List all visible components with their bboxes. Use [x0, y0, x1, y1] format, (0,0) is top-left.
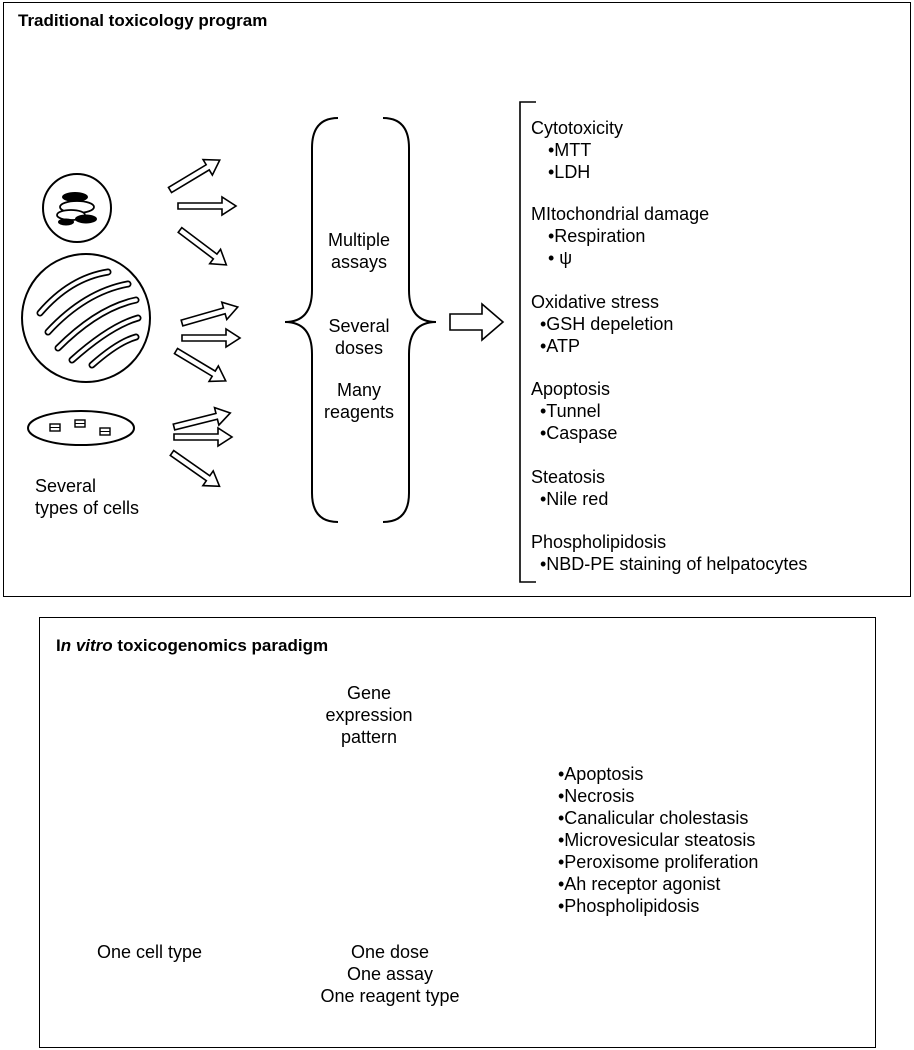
endpoint-item: •Caspase — [540, 423, 618, 443]
brace-label-multiple: Multiple — [327, 230, 391, 250]
traditional-toxicology-panel — [3, 2, 911, 597]
hollow-arrow-icon — [170, 342, 232, 390]
traditional-panel-title: Traditional toxicology program — [18, 11, 268, 30]
condition-one-dose: One dose — [350, 942, 430, 962]
hollow-arrow-icon — [449, 302, 505, 342]
hollow-arrow-icon — [166, 444, 226, 495]
endpoint-heading-steatosis: Steatosis — [531, 467, 606, 487]
endpoint-heading-mitochondrial: MItochondrial damage — [531, 204, 710, 224]
hollow-arrow-icon — [173, 427, 233, 447]
endpoint-item: •LDH — [548, 162, 591, 182]
gene-label-line-2: expression — [325, 705, 413, 725]
outcome-item: •Ah receptor agonist — [558, 874, 721, 894]
endpoint-heading-apoptosis: Apoptosis — [531, 379, 611, 399]
left-curly-brace — [284, 117, 339, 523]
brace-label-several: Several — [328, 316, 390, 336]
hollow-arrow-icon — [177, 196, 237, 216]
one-cell-type-label: One cell type — [97, 942, 203, 962]
endpoint-item: •MTT — [548, 140, 592, 160]
endpoint-item: •GSH depeletion — [540, 314, 674, 334]
endpoint-item: • ψ — [548, 248, 573, 268]
hollow-arrow-icon — [178, 297, 242, 333]
outcome-item: •Phospholipidosis — [558, 896, 700, 916]
invitro-toxicogenomics-panel — [39, 617, 876, 1048]
outcome-item: •Microvesicular steatosis — [558, 830, 756, 850]
brace-label-reagents: reagents — [323, 402, 395, 422]
endpoint-item: •Respiration — [548, 226, 646, 246]
endpoint-heading-cytotoxicity: Cytotoxicity — [531, 118, 624, 138]
brace-label-many: Many — [336, 380, 381, 400]
endpoint-heading-oxidative: Oxidative stress — [531, 292, 660, 312]
outcome-item: •Necrosis — [558, 786, 635, 806]
invitro-title-prefix: I — [56, 636, 61, 655]
endpoint-item: •NBD-PE staining of helpatocytes — [540, 554, 808, 574]
hollow-arrow-icon — [173, 222, 233, 273]
right-curly-brace — [382, 117, 437, 523]
outcome-item: •Canalicular cholestasis — [558, 808, 749, 828]
brace-label-assays: assays — [330, 252, 388, 272]
cells-label-line-2: types of cells — [35, 498, 140, 518]
outcome-item: •Peroxisome proliferation — [558, 852, 759, 872]
condition-one-reagent-type: One reagent type — [320, 986, 460, 1006]
endpoints-bracket — [519, 101, 536, 583]
endoplasmic-reticulum-cell-icon — [21, 253, 151, 383]
hollow-arrow-icon — [181, 328, 241, 348]
endpoint-item: •ATP — [540, 336, 580, 356]
gene-label-line-1: Gene — [346, 683, 392, 703]
endpoint-heading-phospholipidosis: Phospholipidosis — [531, 532, 667, 552]
invitro-title-suffix: toxicogenomics paradigm — [112, 636, 329, 655]
cell-to-assay-arrows — [164, 151, 242, 495]
cells-label-line-1: Several — [35, 476, 97, 496]
gene-label-line-3: pattern — [340, 727, 398, 747]
invitro-title-italic: n vitro — [60, 636, 113, 655]
endpoint-item: •Tunnel — [540, 401, 601, 421]
outcome-item: •Apoptosis — [558, 764, 644, 784]
endpoint-item: •Nile red — [540, 489, 609, 509]
invitro-panel-title: In vitro toxicogenomics paradigm — [56, 636, 328, 656]
brace-label-doses: doses — [334, 338, 384, 358]
hollow-arrow-icon — [164, 151, 226, 199]
golgi-cell-icon — [42, 173, 112, 243]
condition-one-assay: One assay — [346, 964, 434, 984]
hepatocyte-cell-icon — [27, 410, 135, 446]
